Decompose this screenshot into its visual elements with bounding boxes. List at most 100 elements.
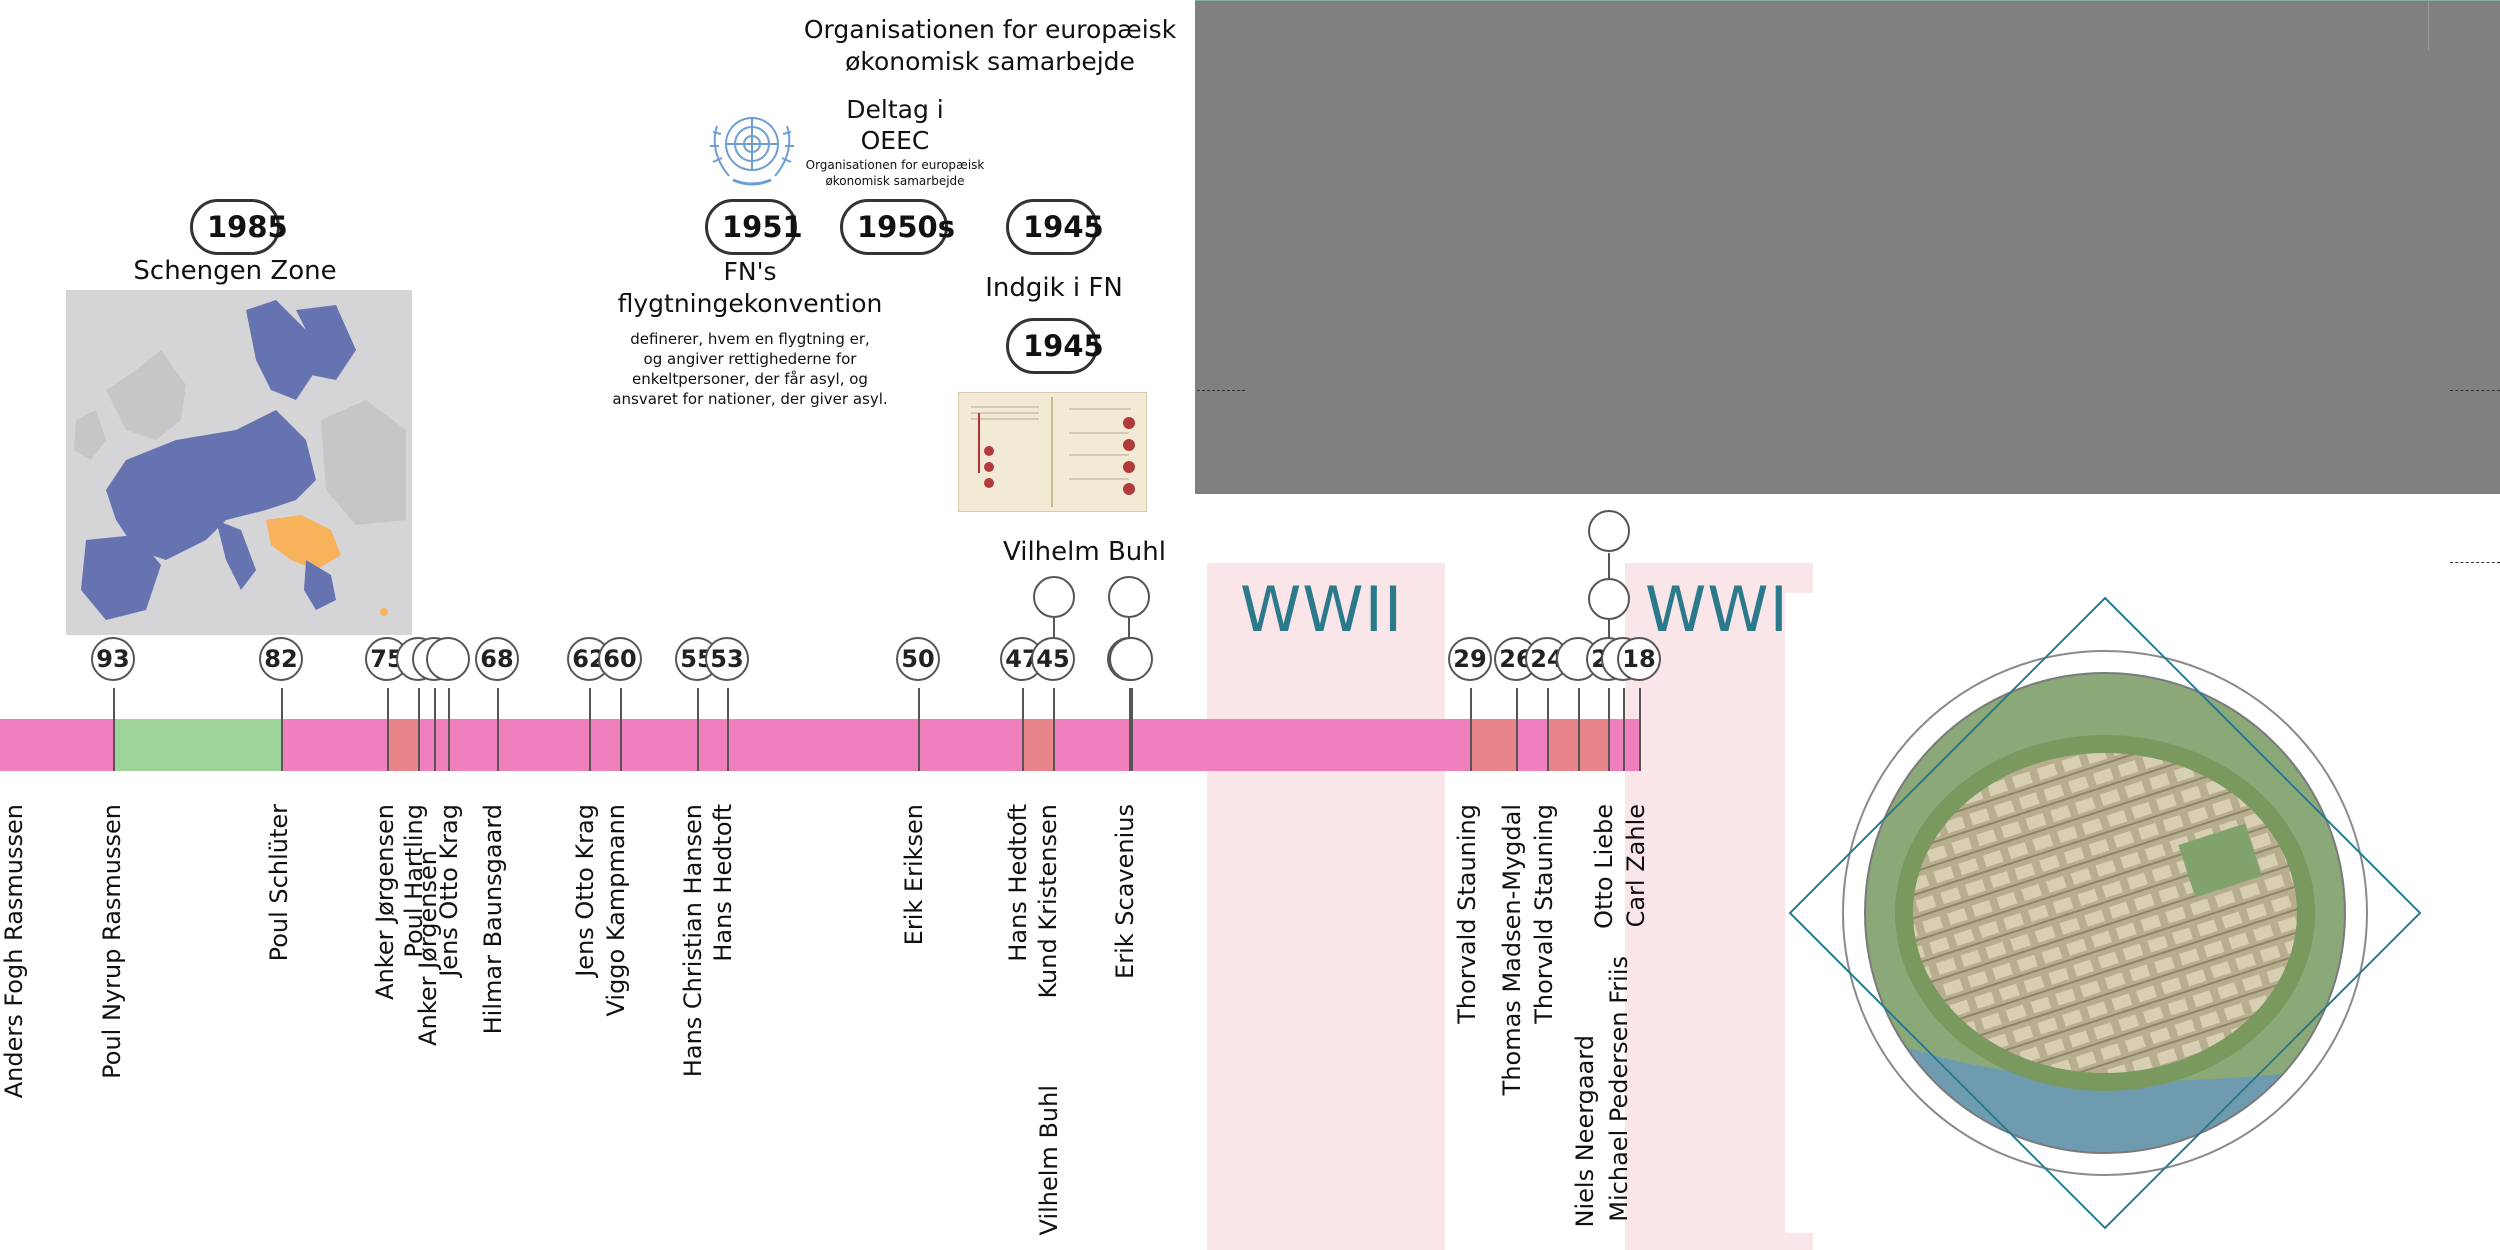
- timeline-tick: [113, 688, 115, 771]
- prime-minister-name: Kund Kristensen: [1034, 804, 1062, 999]
- bubble-stem: [1128, 617, 1130, 639]
- empty-year-bubble: [426, 637, 470, 681]
- year-pill-1945-entry: 1945: [1006, 318, 1104, 374]
- prime-minister-name: Anker Jørgensen: [371, 804, 399, 1000]
- prime-minister-name: Michael Pedersen Friis: [1605, 956, 1633, 1222]
- timeline-tick: [727, 688, 729, 771]
- timeline-tick: [387, 688, 389, 771]
- timeline-tick: [1623, 688, 1625, 771]
- timeline-tick: [1022, 688, 1024, 771]
- prime-minister-name: Erik Scavenius: [1111, 804, 1139, 979]
- year-bubble-45: 45: [1031, 637, 1075, 681]
- panel-guide-line: [2450, 562, 2500, 563]
- media-placeholder-panel: [1195, 0, 2500, 494]
- prime-minister-name: Thomas Madsen-Mygdal: [1498, 804, 1526, 1096]
- oeec-subtitle: Organisationen for europæisk økonomisk s…: [795, 157, 995, 189]
- prime-minister-name: Thorvald Stauning: [1453, 804, 1481, 1024]
- year-bubble-60: 60: [598, 637, 642, 681]
- oeec-top-caption-line: økonomisk samarbejde: [845, 47, 1135, 76]
- timeline-tick: [1516, 688, 1518, 771]
- schengen-title: Schengen Zone: [133, 256, 337, 286]
- refugee-title: FN's flygtningekonvention: [600, 256, 900, 320]
- prime-minister-name: Hilmar Baunsgaard: [479, 804, 507, 1035]
- timeline-segment: [1547, 719, 1608, 771]
- year-pill-1985: 1985: [190, 199, 288, 255]
- prime-minister-name: Viggo Kampmann: [602, 804, 630, 1017]
- oeec-top-caption: Organisationen for europæisk økonomisk s…: [800, 14, 1180, 78]
- ww2-label: WWII: [1240, 573, 1404, 646]
- un-logo-icon: [703, 104, 801, 190]
- oeec-top-caption-line: Organisationen for europæisk: [803, 15, 1177, 44]
- timeline-segment: [113, 719, 281, 771]
- viking-fortress-image: [1785, 593, 2425, 1233]
- empty-marker-bubble: [1588, 510, 1630, 552]
- oeec-subtitle-line: økonomisk samarbejde: [825, 174, 965, 188]
- timeline-segment: [1516, 719, 1547, 771]
- prime-minister-name: Jens Otto Krag: [571, 804, 599, 977]
- prime-minister-name: Poul Schlüter: [265, 804, 293, 962]
- timeline-tick: [281, 688, 283, 771]
- year-bubble-53: 53: [705, 637, 749, 681]
- timeline-tick: [1547, 688, 1549, 771]
- empty-marker-bubble: [1588, 578, 1630, 620]
- timeline-tick: [1470, 688, 1472, 771]
- empty-year-bubble: [1109, 637, 1153, 681]
- empty-marker-bubble: [1033, 576, 1075, 618]
- timeline-segment: [1470, 719, 1516, 771]
- timeline-segment: [0, 719, 113, 771]
- prime-minister-name: Jens Otto Krag: [435, 804, 463, 977]
- panel-guide-line: [1197, 390, 1245, 391]
- timeline-tick: [434, 688, 436, 771]
- timeline-tick: [918, 688, 920, 771]
- year-pill-1951: 1951: [705, 199, 803, 255]
- timeline-segment: [1022, 719, 1053, 771]
- un-entry-title: Indgik i FN: [985, 273, 1123, 303]
- refugee-description-line: og angiver rettighederne for: [643, 350, 857, 368]
- timeline-tick: [1131, 688, 1133, 771]
- prime-minister-name: Carl Zahle: [1622, 804, 1650, 928]
- prime-minister-name: Otto Liebe: [1590, 804, 1618, 929]
- timeline-tick: [697, 688, 699, 771]
- prime-minister-name: Erik Eriksen: [900, 804, 928, 946]
- timeline-segment: [387, 719, 418, 771]
- timeline-tick: [1608, 688, 1610, 771]
- year-pill-1945: 1945: [1006, 199, 1104, 255]
- prime-minister-name: Anders Fogh Rasmussen: [0, 804, 28, 1099]
- bubble-stem: [1053, 617, 1055, 639]
- prime-minister-name: Niels Neergaard: [1571, 1035, 1599, 1228]
- timeline-segment: [418, 719, 1022, 771]
- prime-minister-name: Vilhelm Buhl: [1035, 1085, 1063, 1236]
- timeline-segment: [1053, 719, 1470, 771]
- oeec-title-line: OEEC: [860, 126, 930, 155]
- ww1-period-band: [1625, 563, 1813, 1250]
- year-bubble-18: 18: [1617, 637, 1661, 681]
- prime-minister-name: Hans Christian Hansen: [679, 804, 707, 1078]
- timeline-tick: [1578, 688, 1580, 771]
- refugee-description-line: definerer, hvem en flygtning er,: [630, 330, 870, 348]
- refugee-description-line: enkeltpersoner, der får asyl, og: [632, 370, 868, 388]
- timeline-tick: [418, 688, 420, 771]
- oeec-title: Deltag i OEEC: [800, 94, 990, 156]
- panel-guide-line: [2428, 0, 2429, 50]
- treaty-book-image: [958, 392, 1147, 512]
- oeec-subtitle-line: Organisationen for europæisk: [805, 158, 985, 172]
- timeline-tick: [1053, 688, 1055, 771]
- prime-minister-name: Hans Hedtoft: [709, 804, 737, 962]
- year-bubble-50: 50: [896, 637, 940, 681]
- timeline-tick: [589, 688, 591, 771]
- refugee-description-line: ansvaret for nationer, der giver asyl.: [612, 390, 888, 408]
- timeline-tick: [497, 688, 499, 771]
- year-pill-1950s: 1950s: [840, 199, 955, 255]
- year-bubble-68: 68: [475, 637, 519, 681]
- year-bubble-93: 93: [91, 637, 135, 681]
- empty-marker-bubble: [1108, 576, 1150, 618]
- vilhelm-buhl-caption: Vilhelm Buhl: [1003, 537, 1166, 567]
- timeline-tick: [1639, 688, 1641, 771]
- oeec-title-line: Deltag i: [846, 95, 944, 124]
- timeline-tick: [620, 688, 622, 771]
- timeline-tick: [448, 688, 450, 771]
- prime-minister-name: Poul Nyrup Rasmussen: [98, 804, 126, 1079]
- year-bubble-82: 82: [259, 637, 303, 681]
- prime-minister-name: Thorvald Stauning: [1530, 804, 1558, 1024]
- timeline-segment: [281, 719, 387, 771]
